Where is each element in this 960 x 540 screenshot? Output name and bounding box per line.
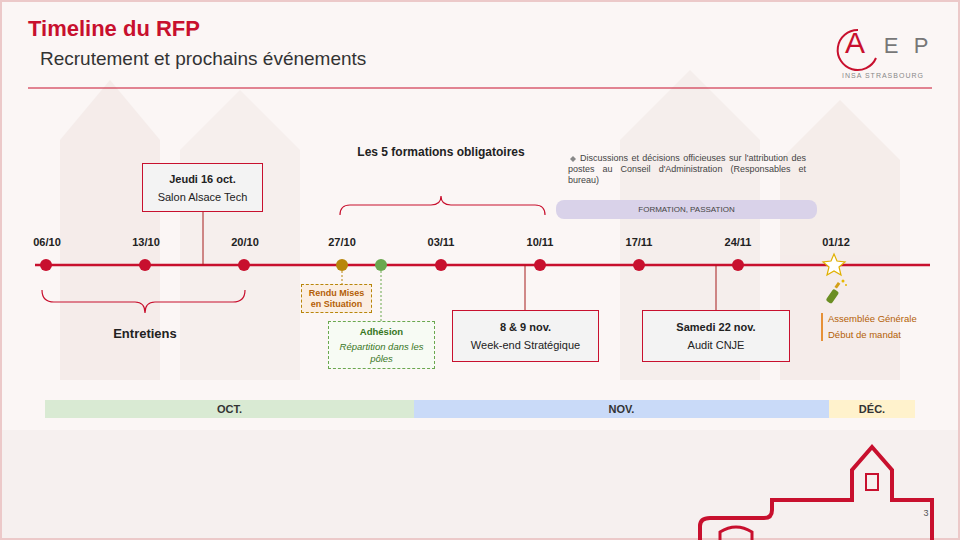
bubble bbox=[842, 280, 845, 283]
timeline-dot bbox=[534, 259, 546, 271]
bullet bbox=[570, 156, 576, 162]
node-body: Répartition dans les pôles bbox=[333, 341, 430, 364]
timeline-dot bbox=[139, 259, 151, 271]
node-heading: Samedi 22 nov. bbox=[676, 321, 755, 333]
period-bar: FORMATION, PASSATION bbox=[556, 200, 817, 219]
bubble bbox=[845, 284, 847, 286]
house-shape bbox=[180, 90, 300, 380]
leader-line bbox=[203, 212, 204, 265]
timeline-dot bbox=[375, 259, 387, 271]
timeline-dot bbox=[732, 259, 744, 271]
star-marker bbox=[823, 254, 845, 275]
date-label: 17/11 bbox=[617, 236, 661, 248]
brace bbox=[42, 290, 245, 313]
background-houses bbox=[0, 70, 960, 540]
header-rule bbox=[28, 88, 932, 89]
date-label: 27/10 bbox=[320, 236, 364, 248]
node-heading: 8 & 9 nov. bbox=[500, 321, 551, 333]
month-band: DÉC. bbox=[829, 400, 915, 418]
champagne-icon bbox=[826, 280, 847, 305]
month-band: NOV. bbox=[414, 400, 829, 418]
node-body: Salon Alsace Tech bbox=[158, 191, 248, 203]
event-box: Samedi 22 nov. Audit CNJE bbox=[642, 310, 790, 362]
timeline-axis bbox=[35, 264, 930, 267]
building-outline bbox=[700, 447, 932, 540]
slide-title: Timeline du RFP bbox=[28, 16, 200, 42]
leader-line bbox=[525, 265, 526, 310]
brace-label: Les 5 formations obligatoires bbox=[356, 145, 526, 160]
event-label: Début de mandat bbox=[828, 329, 952, 340]
event-label: Assemblée Générale bbox=[828, 313, 952, 324]
milestone-box: Rendu Mises en Situation bbox=[301, 284, 372, 313]
date-label: 20/10 bbox=[223, 236, 267, 248]
building-window bbox=[866, 474, 878, 490]
leader-line bbox=[342, 271, 343, 284]
month-band: OCT. bbox=[45, 400, 414, 418]
timeline-dot bbox=[633, 259, 645, 271]
node-heading: OCT. bbox=[217, 403, 242, 415]
node-heading: Rendu Mises en Situation bbox=[305, 288, 368, 309]
date-label: 06/10 bbox=[25, 236, 69, 248]
timeline-dot bbox=[238, 259, 250, 271]
note-text: Discussions et décisions officieuses sur… bbox=[568, 153, 806, 185]
date-label: 03/11 bbox=[419, 236, 463, 248]
timeline-dots bbox=[40, 259, 744, 271]
node-heading: FORMATION, PASSATION bbox=[638, 205, 734, 214]
milestone-box: AdhésionRépartition dans les pôles bbox=[328, 321, 435, 369]
bottle-body bbox=[826, 289, 840, 304]
node-heading: Adhésion bbox=[360, 326, 403, 337]
brace-label: Entretiens bbox=[85, 326, 205, 341]
timeline-dot bbox=[336, 259, 348, 271]
date-label: 13/10 bbox=[124, 236, 168, 248]
logo-letter: P bbox=[908, 33, 934, 59]
node-heading: NOV. bbox=[609, 403, 635, 415]
date-label: 01/12 bbox=[814, 236, 858, 248]
node-heading: DÉC. bbox=[859, 403, 885, 415]
accent-bar bbox=[821, 313, 823, 341]
event-box: 8 & 9 nov. Week-end Stratégique bbox=[452, 310, 599, 362]
slide-subtitle: Recrutement et prochains événements bbox=[40, 48, 560, 70]
timeline-dot bbox=[435, 259, 447, 271]
event-box: Jeudi 16 oct. Salon Alsace Tech bbox=[142, 163, 263, 212]
timeline-dot bbox=[40, 259, 52, 271]
node-body: Audit CNJE bbox=[688, 339, 745, 351]
logo-letter: A bbox=[840, 26, 870, 60]
node-heading: Jeudi 16 oct. bbox=[169, 173, 236, 185]
bottle-neck bbox=[834, 282, 840, 289]
page-number: 3 bbox=[918, 508, 934, 518]
building-arch bbox=[720, 527, 752, 540]
leader-line bbox=[716, 265, 717, 310]
brace bbox=[340, 196, 545, 215]
logo-caption: INSA STRASBOURG bbox=[828, 72, 938, 79]
background-ground bbox=[0, 430, 960, 540]
date-label: 10/11 bbox=[518, 236, 562, 248]
node-body: Week-end Stratégique bbox=[471, 339, 580, 351]
leader-line bbox=[381, 271, 382, 321]
logo-letter: E bbox=[878, 33, 904, 59]
date-label: 24/11 bbox=[716, 236, 760, 248]
